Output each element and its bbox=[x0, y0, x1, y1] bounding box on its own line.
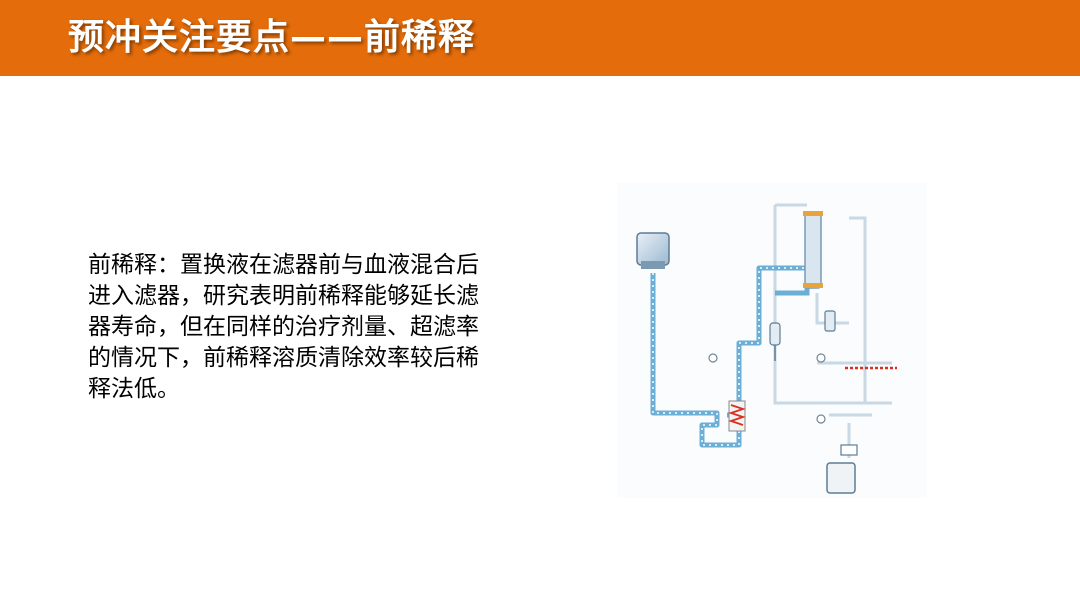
hemofilter-icon bbox=[803, 211, 823, 289]
drip-chamber-icon bbox=[769, 322, 781, 361]
title-bar: 预冲关注要点——前稀释 bbox=[0, 0, 1080, 76]
air-filter-icon bbox=[824, 310, 836, 332]
pre-dilution-circuit-diagram bbox=[617, 183, 927, 498]
fluid-bag-icon bbox=[636, 232, 670, 269]
pressure-gauge-icons bbox=[708, 353, 826, 424]
collection-bag-icon bbox=[826, 444, 858, 494]
slide-title: 预冲关注要点——前稀释 bbox=[68, 17, 476, 58]
body-paragraph: 前稀释：置换液在滤器前与血液混合后进入滤器，研究表明前稀释能够延长滤器寿命，但在… bbox=[88, 252, 479, 402]
heater-coil-icon bbox=[728, 400, 746, 432]
